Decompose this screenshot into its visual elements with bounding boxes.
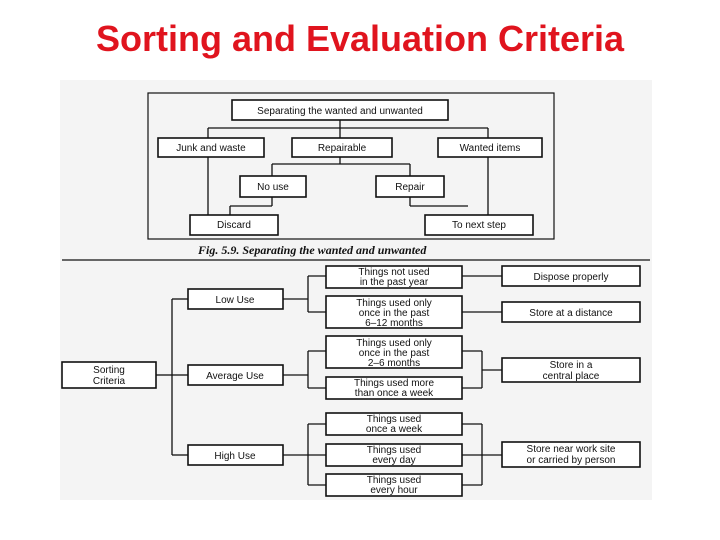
- svg-text:Things used: Things used: [367, 475, 421, 486]
- fig2-action-store-near-work-site: Store near work site or carried by perso…: [501, 441, 641, 468]
- fig2-category-high-use: High Use: [187, 444, 284, 466]
- fig1-repairable-node: Repairable: [291, 137, 393, 158]
- svg-text:Dispose properly: Dispose properly: [533, 272, 608, 283]
- fig1-frame: [147, 92, 555, 240]
- fig2-action-store-central-place: Store in a central place: [501, 357, 641, 383]
- fig1-connectors: [207, 120, 489, 215]
- fig2-category-average-use: Average Use: [187, 364, 284, 386]
- svg-text:No use: No use: [257, 182, 289, 193]
- svg-text:Repairable: Repairable: [318, 143, 367, 154]
- fig1-root-node: Separating the wanted and unwanted: [231, 99, 449, 121]
- svg-text:Things used only: Things used only: [356, 338, 432, 349]
- svg-text:in the past year: in the past year: [360, 277, 429, 288]
- svg-text:Junk and waste: Junk and waste: [176, 143, 246, 154]
- svg-text:every hour: every hour: [370, 485, 418, 496]
- svg-text:Repair: Repair: [395, 182, 425, 193]
- fig2-connectors: [156, 275, 502, 486]
- svg-text:Store at a distance: Store at a distance: [529, 308, 613, 319]
- fig1-repair-node: Repair: [375, 175, 445, 198]
- fig1-caption: Fig. 5.9. Separating the wanted and unwa…: [197, 243, 427, 257]
- fig2-category-low-use: Low Use: [187, 288, 284, 310]
- fig1-discard-node: Discard: [189, 214, 279, 236]
- svg-text:once in the past: once in the past: [359, 348, 430, 359]
- fig2-thing-once-2-6-months: Things used only once in the past 2–6 mo…: [325, 335, 463, 369]
- svg-text:Store in a: Store in a: [550, 360, 593, 371]
- fig2-root-node: Sorting Criteria: [61, 361, 157, 389]
- svg-text:Low Use: Low Use: [216, 295, 255, 306]
- svg-text:2–6 months: 2–6 months: [368, 358, 420, 369]
- svg-text:Average Use: Average Use: [206, 371, 264, 382]
- fig1-junk-node: Junk and waste: [157, 137, 265, 158]
- fig2-thing-once-a-week: Things used once a week: [325, 412, 463, 436]
- svg-text:or carried by person: or carried by person: [527, 455, 616, 466]
- svg-text:To next step: To next step: [452, 220, 506, 231]
- svg-text:central place: central place: [543, 371, 600, 382]
- svg-text:6–12 months: 6–12 months: [365, 318, 423, 329]
- svg-text:Things used more: Things used more: [354, 378, 434, 389]
- fig1-next-step-node: To next step: [424, 214, 534, 236]
- svg-text:Criteria: Criteria: [93, 376, 126, 387]
- svg-text:Things used: Things used: [367, 445, 421, 456]
- svg-text:Store near work site: Store near work site: [527, 444, 616, 455]
- svg-text:once in the past: once in the past: [359, 308, 430, 319]
- fig2-action-dispose-properly: Dispose properly: [501, 265, 641, 287]
- svg-text:High Use: High Use: [214, 451, 256, 462]
- fig2-thing-more-than-weekly: Things used more than once a week: [325, 376, 463, 400]
- svg-text:once a week: once a week: [366, 424, 423, 435]
- svg-text:Separating the wanted and unwa: Separating the wanted and unwanted: [257, 106, 423, 117]
- fig2-thing-every-hour: Things used every hour: [325, 473, 463, 497]
- svg-text:every day: every day: [372, 455, 415, 466]
- fig2-thing-not-used-past-year: Things not used in the past year: [325, 265, 463, 289]
- svg-text:Wanted items: Wanted items: [460, 143, 521, 154]
- svg-text:Sorting: Sorting: [93, 365, 125, 376]
- fig2-action-store-at-distance: Store at a distance: [501, 301, 641, 323]
- fig1-no-use-node: No use: [239, 175, 307, 198]
- fig2-thing-once-6-12-months: Things used only once in the past 6–12 m…: [325, 295, 463, 329]
- svg-text:than once a week: than once a week: [355, 388, 434, 399]
- svg-text:Things not used: Things not used: [358, 267, 429, 278]
- slide-title: Sorting and Evaluation Criteria: [95, 18, 625, 59]
- svg-text:Things used: Things used: [367, 414, 421, 425]
- svg-text:Things used only: Things used only: [356, 298, 432, 309]
- svg-text:Discard: Discard: [217, 220, 251, 231]
- fig2-thing-every-day: Things used every day: [325, 443, 463, 467]
- fig1-wanted-node: Wanted items: [437, 137, 543, 158]
